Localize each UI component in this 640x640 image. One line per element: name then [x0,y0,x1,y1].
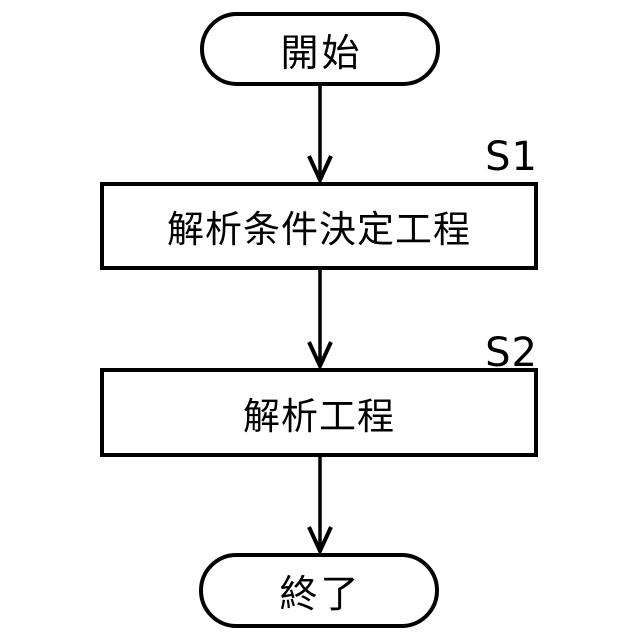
arrow-start-to-step1 [307,86,333,185]
node-start-terminal: 開始 [200,12,440,86]
arrowhead-icon [307,341,333,371]
arrowhead-icon [307,155,333,185]
arrowhead-icon [307,526,333,556]
node-step1-label: 解析条件決定工程 [167,208,471,251]
node-start-label: 開始 [280,30,363,75]
node-step2-label: 解析工程 [243,394,395,438]
node-end-label: 終了 [279,572,362,616]
node-end-terminal: 終了 [199,553,439,628]
node-step1-process: 解析条件決定工程 [100,182,538,270]
step-id-s1: S1 [485,134,538,180]
node-step2-process: 解析工程 [100,368,538,457]
step-id-s2: S2 [485,330,538,376]
arrow-step1-to-step2 [307,270,333,371]
arrow-step2-to-end [307,457,333,556]
